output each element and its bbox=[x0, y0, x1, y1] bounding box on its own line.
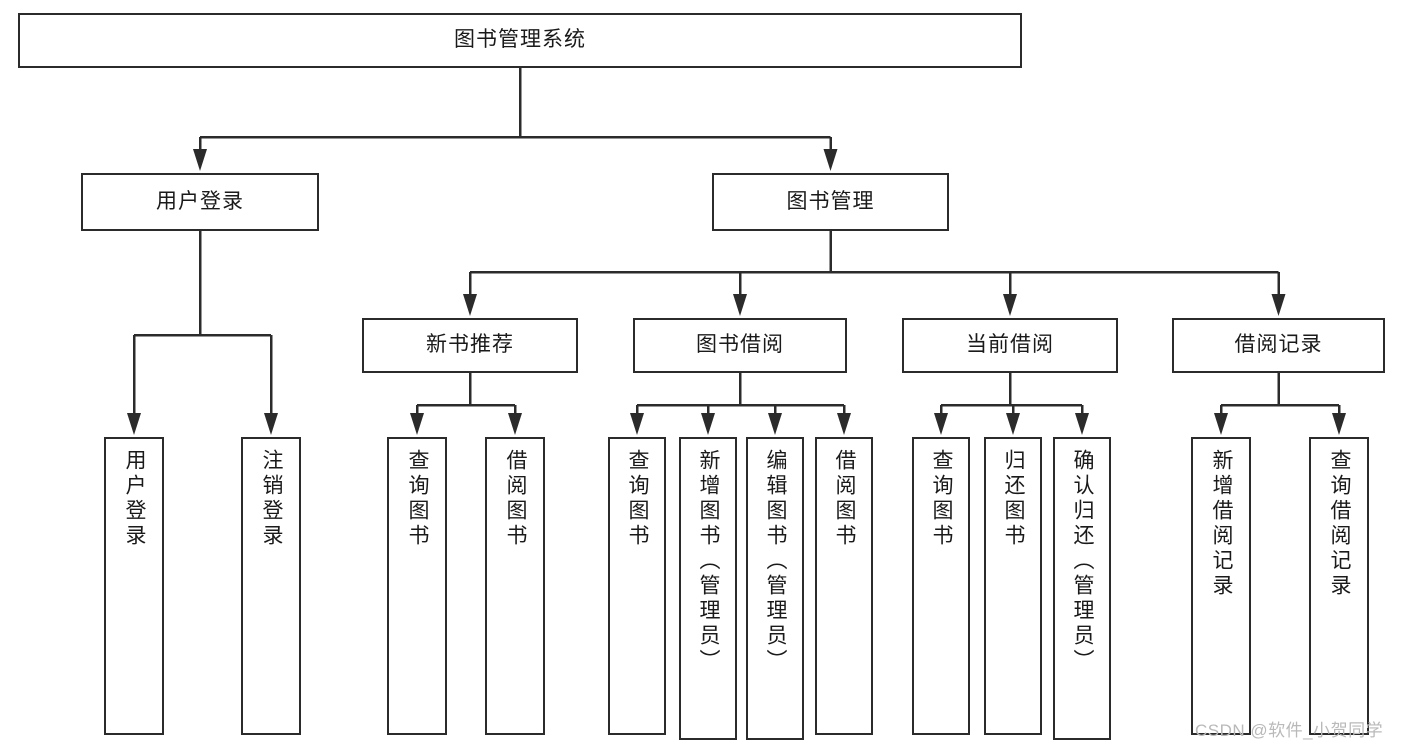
node-label-l-addrec: 新增借阅记录 bbox=[1210, 449, 1234, 599]
node-l-return[interactable]: 归还图书 bbox=[984, 437, 1042, 735]
node-label-borrow: 图书借阅 bbox=[696, 333, 784, 357]
node-l-addrec[interactable]: 新增借阅记录 bbox=[1191, 437, 1251, 735]
node-root[interactable]: 图书管理系统 bbox=[18, 13, 1022, 68]
node-label-login: 用户登录 bbox=[156, 189, 244, 213]
arrow-head-l-qbook3 bbox=[934, 413, 948, 435]
node-l-qbook3[interactable]: 查询图书 bbox=[912, 437, 970, 735]
node-label-newbook: 新书推荐 bbox=[426, 333, 514, 357]
node-l-qbook1[interactable]: 查询图书 bbox=[387, 437, 447, 735]
node-label-l-userlogin: 用户登录 bbox=[123, 449, 147, 549]
node-label-current: 当前借阅 bbox=[966, 333, 1054, 357]
node-l-addbook[interactable]: 新增图书（管理员） bbox=[679, 437, 737, 740]
csdn-watermark: CSDN @软件_小贺同学 bbox=[1195, 721, 1384, 740]
arrow-head-l-bbook2 bbox=[837, 413, 851, 435]
node-label-root: 图书管理系统 bbox=[454, 28, 586, 52]
node-label-l-qbook1: 查询图书 bbox=[406, 449, 430, 549]
arrow-head-l-return bbox=[1006, 413, 1020, 435]
arrow-head-l-qbook2 bbox=[630, 413, 644, 435]
arrow-head-l-confirm bbox=[1075, 413, 1089, 435]
node-l-bbook2[interactable]: 借阅图书 bbox=[815, 437, 873, 735]
arrow-head-newbook bbox=[463, 294, 477, 316]
node-newbook[interactable]: 新书推荐 bbox=[362, 318, 578, 373]
node-borrow[interactable]: 图书借阅 bbox=[633, 318, 847, 373]
arrow-head-l-addbook bbox=[701, 413, 715, 435]
arrow-head-borrow bbox=[733, 294, 747, 316]
node-records[interactable]: 借阅记录 bbox=[1172, 318, 1385, 373]
node-label-l-confirm: 确认归还（管理员） bbox=[1071, 449, 1095, 674]
node-label-l-qbook3: 查询图书 bbox=[930, 449, 954, 549]
arrow-head-l-userlogin bbox=[127, 413, 141, 435]
node-label-l-qbook2: 查询图书 bbox=[626, 449, 650, 549]
arrow-head-l-logout bbox=[264, 413, 278, 435]
node-login[interactable]: 用户登录 bbox=[81, 173, 319, 231]
node-l-bbook1[interactable]: 借阅图书 bbox=[485, 437, 545, 735]
arrow-head-records bbox=[1271, 294, 1286, 316]
node-l-qrec[interactable]: 查询借阅记录 bbox=[1309, 437, 1369, 735]
node-label-bookmgmt: 图书管理 bbox=[786, 189, 875, 213]
node-label-l-editbook: 编辑图书（管理员） bbox=[764, 449, 788, 674]
arrow-head-l-editbook bbox=[768, 413, 782, 435]
node-l-logout[interactable]: 注销登录 bbox=[241, 437, 301, 735]
node-bookmgmt[interactable]: 图书管理 bbox=[712, 173, 949, 231]
arrow-head-current bbox=[1003, 294, 1017, 316]
node-label-records: 借阅记录 bbox=[1234, 333, 1323, 357]
arrow-head-login bbox=[193, 149, 207, 171]
node-label-l-qrec: 查询借阅记录 bbox=[1328, 449, 1352, 599]
node-label-l-bbook2: 借阅图书 bbox=[833, 449, 857, 549]
node-l-editbook[interactable]: 编辑图书（管理员） bbox=[746, 437, 804, 740]
node-label-l-return: 归还图书 bbox=[1002, 449, 1026, 549]
node-label-l-addbook: 新增图书（管理员） bbox=[697, 449, 721, 674]
arrow-head-l-addrec bbox=[1214, 413, 1228, 435]
arrow-head-l-bbook1 bbox=[508, 413, 522, 435]
node-label-l-bbook1: 借阅图书 bbox=[504, 449, 528, 549]
node-l-confirm[interactable]: 确认归还（管理员） bbox=[1053, 437, 1111, 740]
arrow-head-l-qrec bbox=[1332, 413, 1346, 435]
arrow-head-l-qbook1 bbox=[410, 413, 424, 435]
node-current[interactable]: 当前借阅 bbox=[902, 318, 1118, 373]
node-label-l-logout: 注销登录 bbox=[260, 449, 284, 549]
node-l-userlogin[interactable]: 用户登录 bbox=[104, 437, 164, 735]
node-l-qbook2[interactable]: 查询图书 bbox=[608, 437, 666, 735]
arrow-head-bookmgmt bbox=[823, 149, 838, 171]
